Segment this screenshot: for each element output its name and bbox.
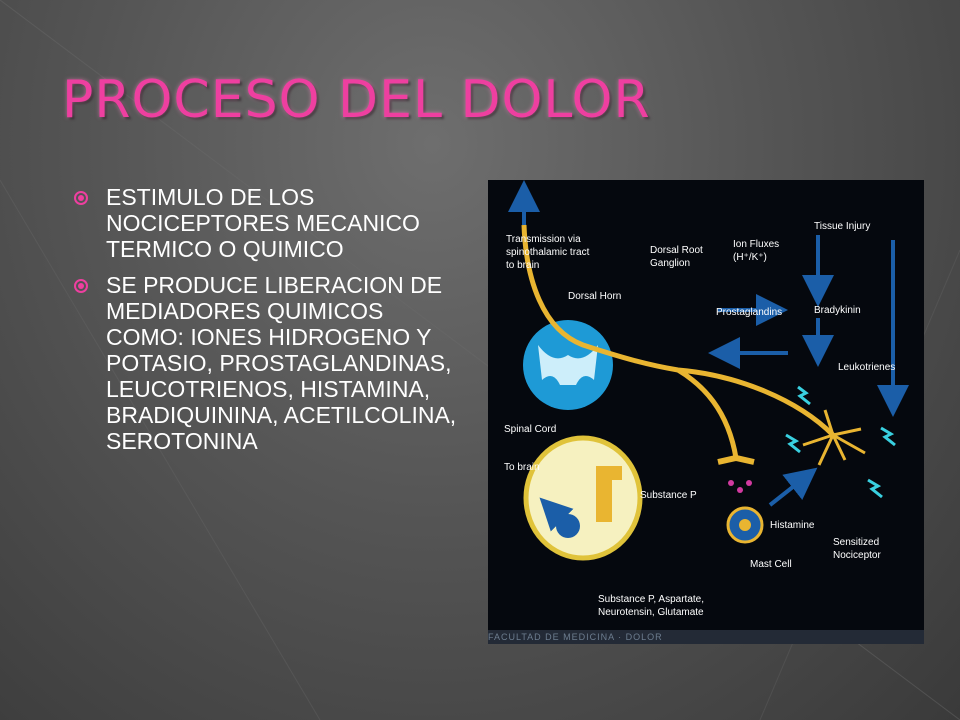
label-sensitized-2: Nociceptor	[833, 550, 881, 561]
label-spinal-cord: Spinal Cord	[504, 424, 556, 435]
bullet-icon	[74, 191, 88, 205]
label-ion-fluxes-2: (H⁺/K⁺)	[733, 252, 767, 263]
bullet-list: ESTIMULO DE LOS NOCICEPTORES MECANICO TE…	[74, 184, 464, 464]
label-leukotrienes: Leukotrienes	[838, 362, 895, 373]
nerve-branch	[676, 367, 739, 459]
substance-p-dot	[737, 487, 743, 493]
label-dorsal-root-2: Ganglion	[650, 258, 690, 269]
slide-title: PROCESO DEL DOLOR	[62, 70, 651, 130]
bullet-text: ESTIMULO DE LOS NOCICEPTORES MECANICO TE…	[106, 184, 420, 262]
label-mast-cell: Mast Cell	[750, 559, 792, 570]
figure-caption: FACULTAD DE MEDICINA · DOLOR	[488, 630, 924, 644]
label-dorsal-root-1: Dorsal Root	[650, 245, 703, 256]
bullet-text: SE PRODUCE LIBERACION DE MEDIADORES QUIM…	[106, 272, 457, 454]
label-neurotransmitters-2: Neurotensin, Glutamate	[598, 607, 704, 618]
label-bradykinin: Bradykinin	[814, 305, 861, 316]
label-neurotransmitters-1: Substance P, Aspartate,	[598, 594, 704, 605]
pain-pathway-diagram: Transmission via spinothalamic tract to …	[488, 180, 924, 644]
stimulus-bolt	[880, 426, 896, 447]
substance-p-terminal	[717, 454, 755, 465]
label-histamine: Histamine	[770, 520, 815, 531]
label-sensitized-1: Sensitized	[833, 537, 879, 548]
stimulus-bolt	[797, 385, 811, 406]
label-ion-fluxes-1: Ion Fluxes	[733, 239, 779, 250]
to-brain-arrow	[539, 497, 574, 532]
label-dorsal-horn: Dorsal Horn	[568, 291, 621, 302]
histamine-arrow	[768, 467, 818, 507]
mast-cell-nucleus	[739, 519, 751, 531]
gray-matter-shape	[538, 345, 598, 385]
label-substance-p: Substance P	[640, 490, 697, 501]
nerve-terminals	[802, 409, 866, 466]
label-transmission-1: Transmission via	[506, 234, 581, 245]
label-prostaglandins: Prostaglandins	[716, 307, 782, 318]
label-tissue-injury: Tissue Injury	[814, 221, 870, 232]
bullet-icon	[74, 279, 88, 293]
substance-p-dot	[728, 480, 734, 486]
label-transmission-2: spinothalamic tract	[506, 247, 590, 258]
stimulus-bolt	[867, 478, 883, 499]
label-transmission-3: to brain	[506, 260, 539, 271]
nerve-fiber	[521, 224, 835, 437]
bullet-item: ESTIMULO DE LOS NOCICEPTORES MECANICO TE…	[74, 184, 464, 262]
synapse-terminal	[596, 466, 622, 522]
stimulus-bolt	[785, 433, 801, 454]
bullet-item: SE PRODUCE LIBERACION DE MEDIADORES QUIM…	[74, 272, 464, 454]
substance-p-dot	[746, 480, 752, 486]
label-to-brain: To brain	[504, 462, 540, 473]
synapse-cell	[523, 435, 643, 561]
